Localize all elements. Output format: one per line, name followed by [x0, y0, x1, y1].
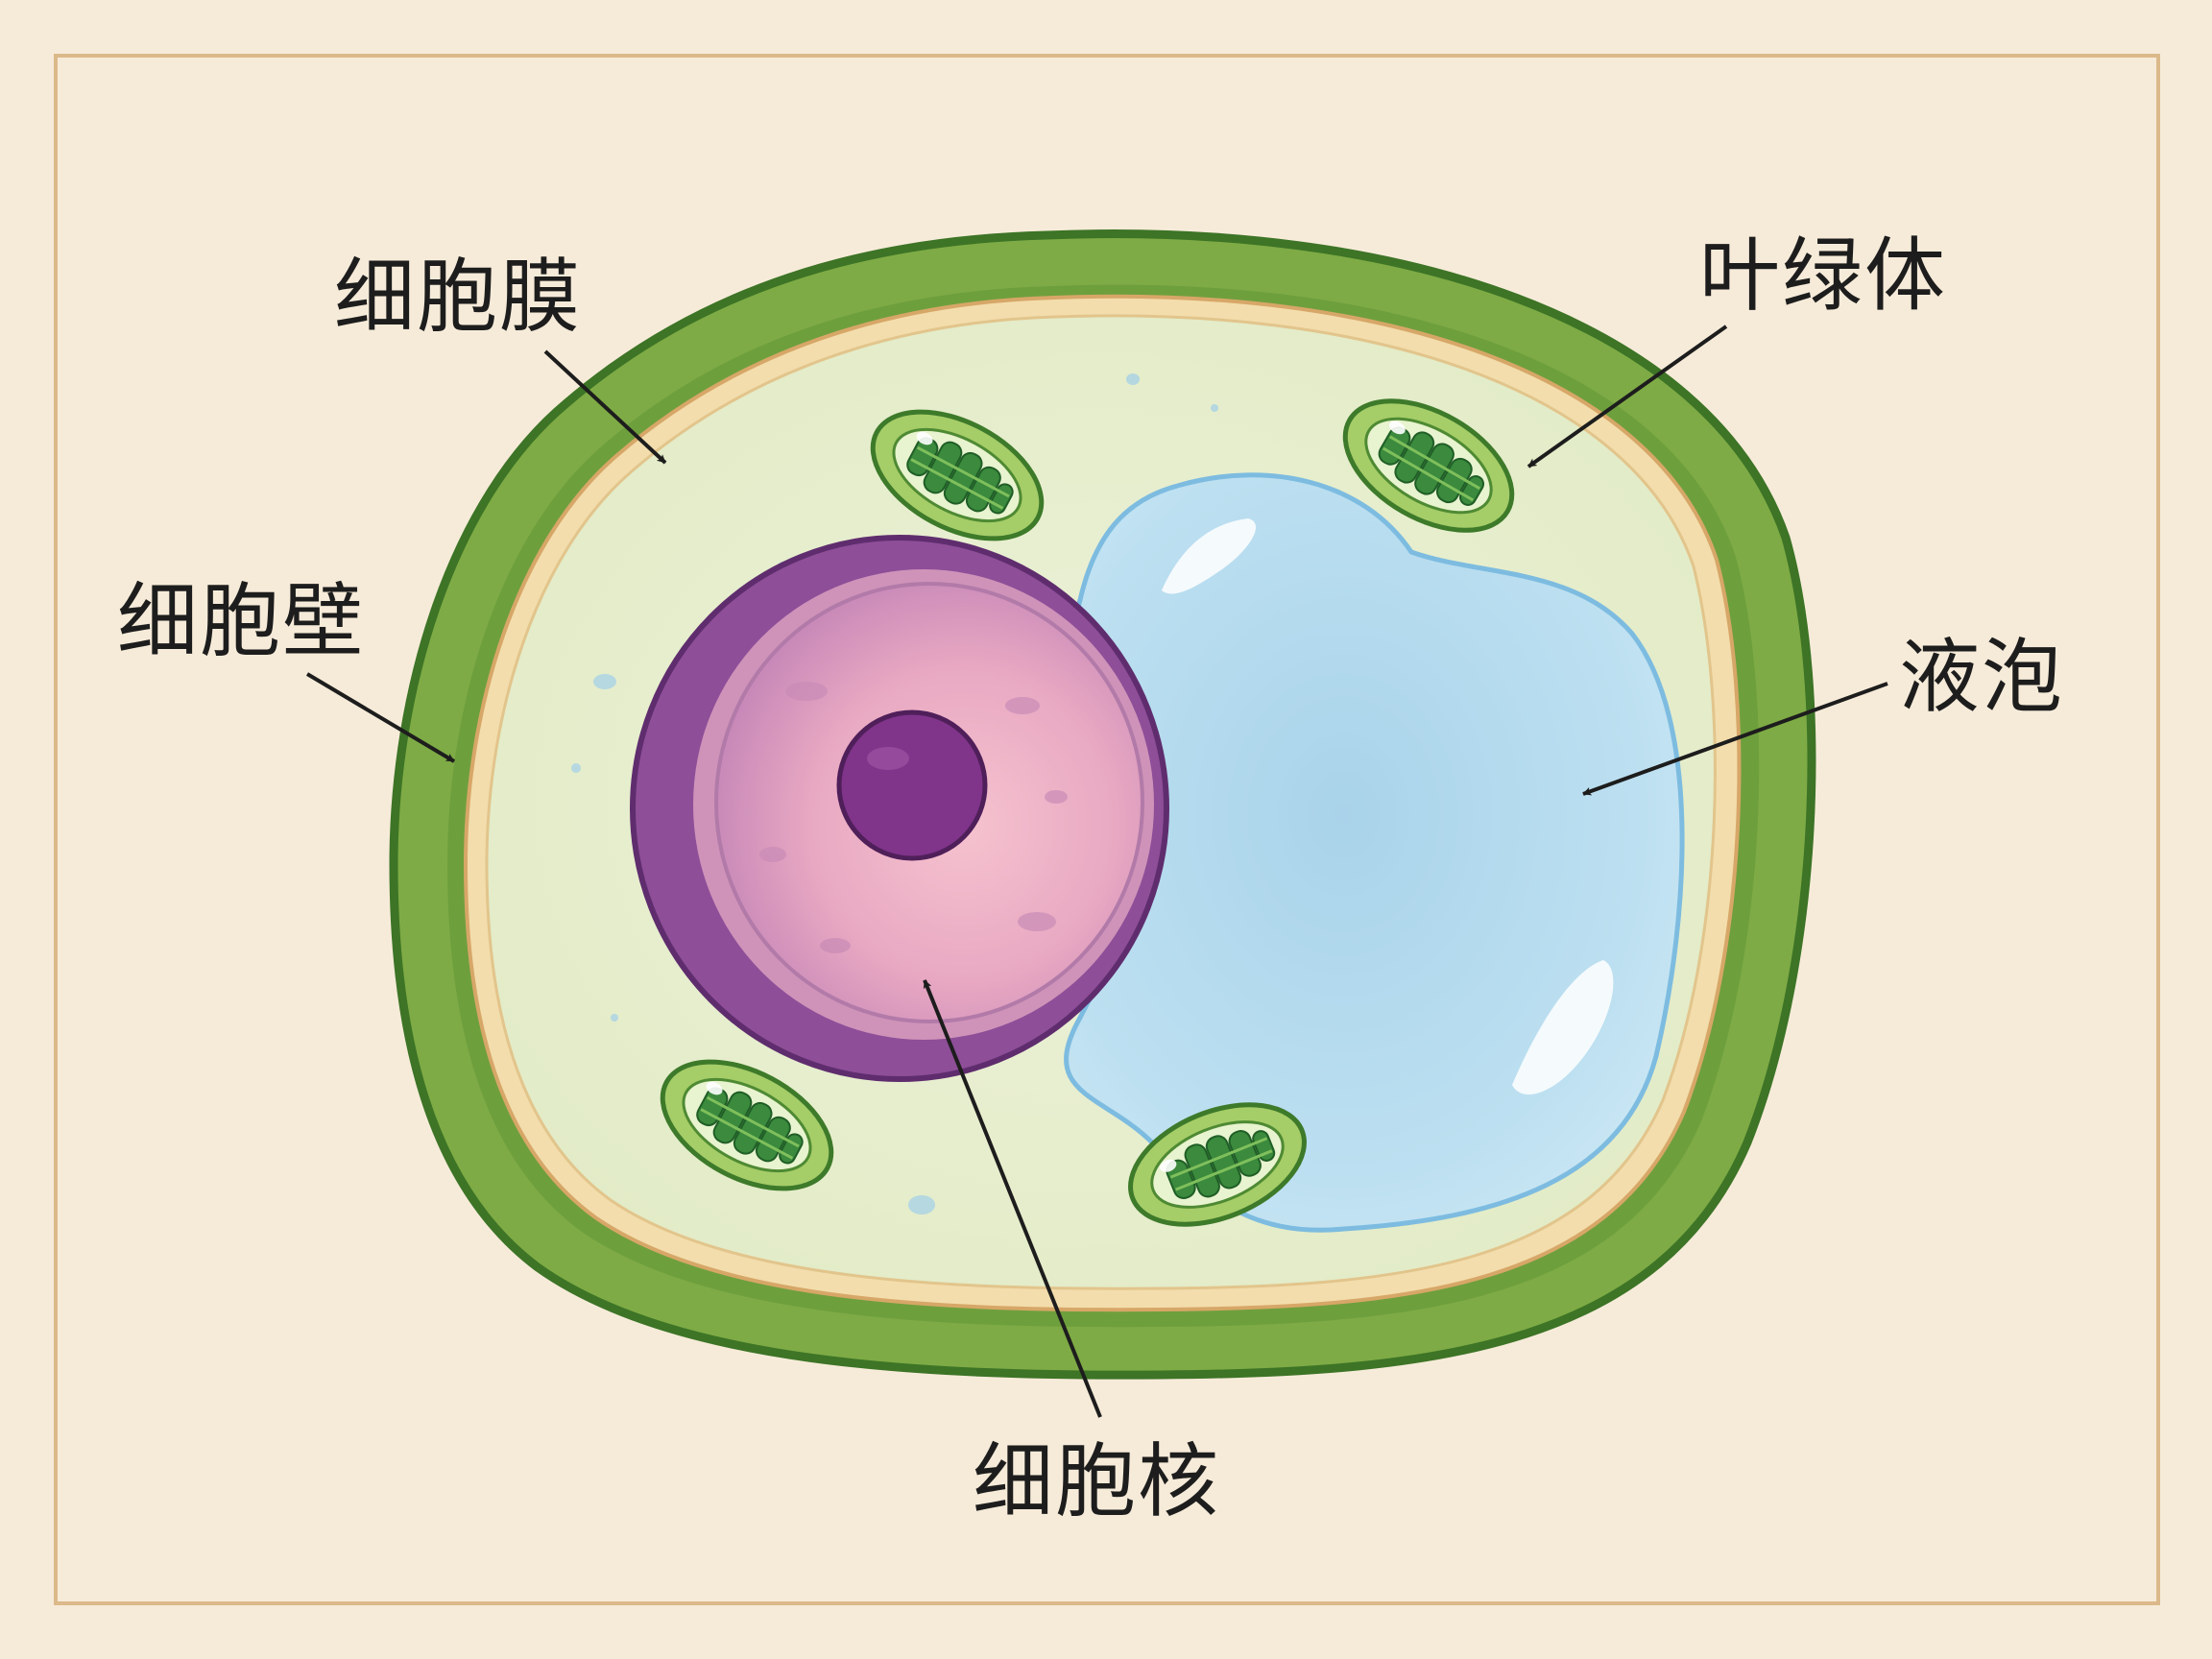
nucleolus: [836, 709, 988, 861]
leader-lines: [305, 325, 1888, 1418]
label-cell-membrane: 细胞膜: [334, 250, 582, 344]
arrow-cell-wall: [305, 672, 456, 763]
arrow-chloroplast: [1527, 325, 1728, 469]
label-nucleus: 细胞核: [973, 1434, 1220, 1528]
vacuole-highlight: [1162, 518, 1257, 594]
nucleus: [630, 535, 1169, 1082]
vacuole-reflection: [1512, 960, 1614, 1094]
arrow-cell-membrane: [543, 349, 667, 465]
arrow-nucleus: [923, 979, 1102, 1418]
label-vacuole: 液泡: [1899, 630, 2064, 724]
arrow-vacuole: [1582, 682, 1888, 796]
outer-frame: [54, 54, 2160, 1605]
label-chloroplast: 叶绿体: [1699, 228, 1947, 323]
label-cell-wall: 细胞壁: [117, 574, 365, 668]
